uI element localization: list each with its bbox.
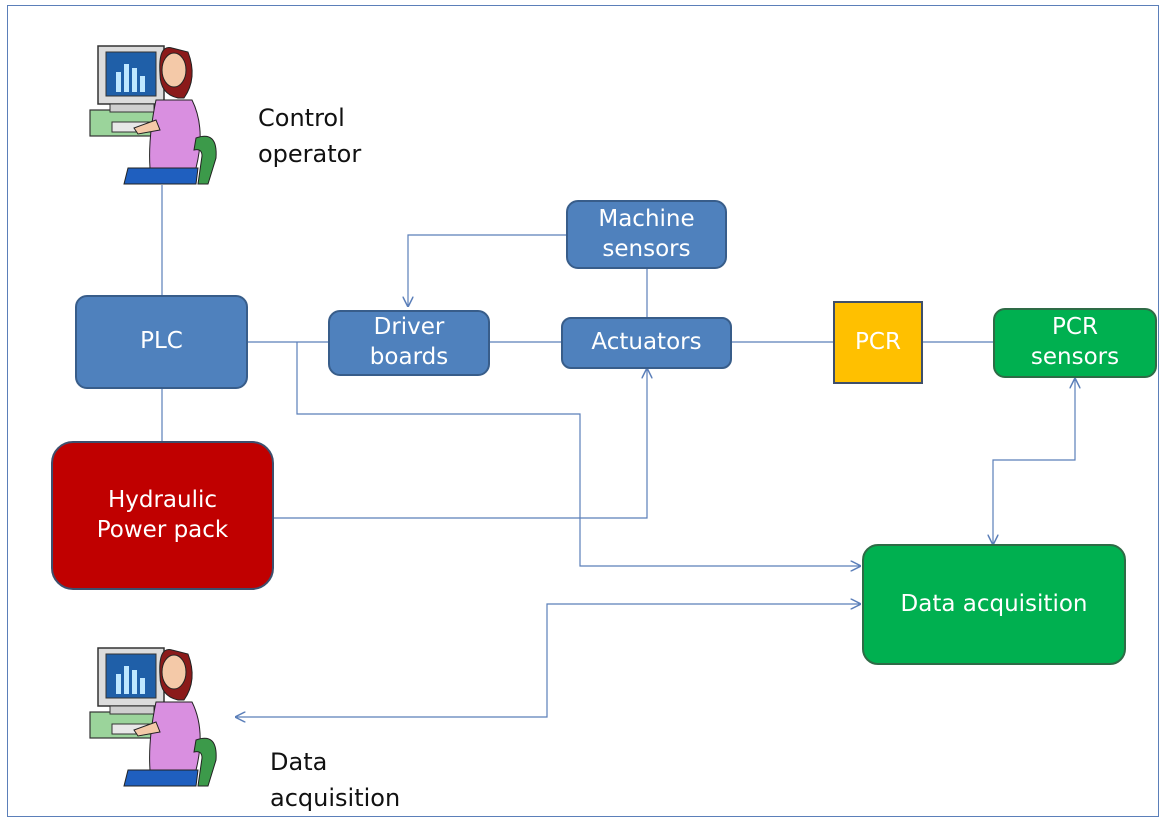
pcr-sensors-box: PCR sensors bbox=[993, 308, 1157, 378]
sensors-to-driver-arrow bbox=[408, 234, 566, 306]
data-acquisition-operator-label: Data acquisition bbox=[270, 748, 401, 812]
machine-sensors-box: Machine sensors bbox=[566, 200, 727, 269]
daq-to-operator-arrow bbox=[236, 604, 860, 717]
control-operator-label: Control operator bbox=[258, 104, 362, 168]
data-acquisition-box: Data acquisition bbox=[862, 544, 1126, 665]
driver-boards-box: Driver boards bbox=[328, 310, 490, 376]
control-operator-icon bbox=[89, 45, 217, 185]
actuators-box: Actuators bbox=[561, 317, 732, 369]
pcr-box: PCR bbox=[833, 301, 923, 384]
hydraulic-power-pack-box: Hydraulic Power pack bbox=[51, 441, 274, 590]
plc-box: PLC bbox=[75, 295, 248, 389]
diagram-frame bbox=[7, 5, 1159, 817]
plc-to-daq-arrow bbox=[296, 342, 860, 566]
data-operator-icon bbox=[89, 647, 217, 787]
hydraulic-to-actuators-arrow bbox=[274, 369, 647, 519]
daq-to-pcr-sensors-arrow bbox=[993, 379, 1075, 544]
